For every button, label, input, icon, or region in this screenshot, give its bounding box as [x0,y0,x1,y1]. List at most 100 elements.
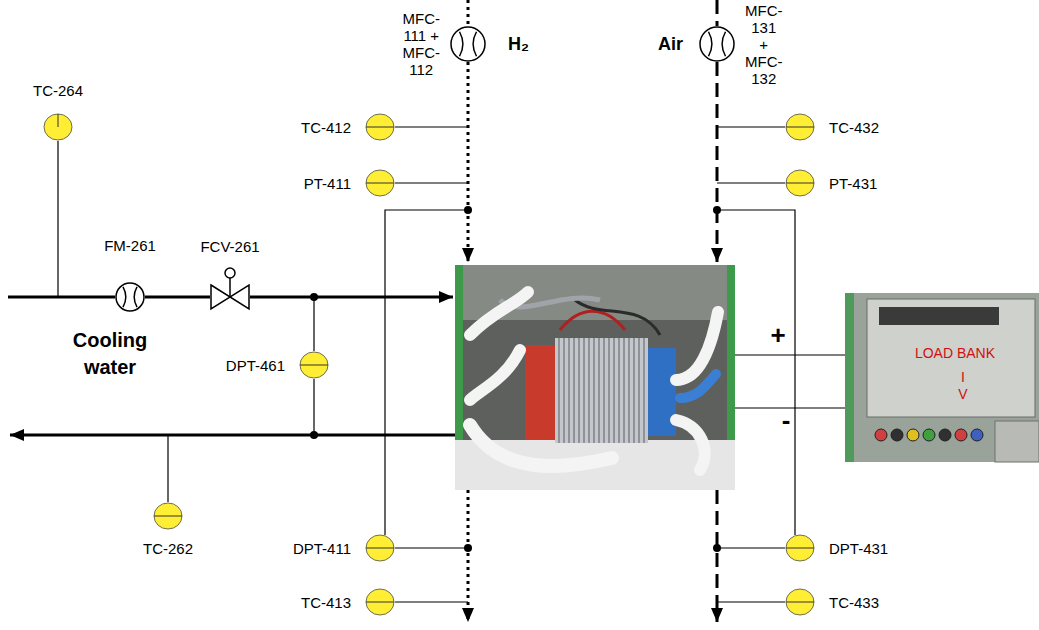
panel-terminal [907,429,919,441]
differential-pressure-sensor: DPT-431 [785,534,815,562]
leader-line [385,210,468,535]
bubble-divider [366,602,394,603]
hose [470,292,528,335]
cable [560,311,625,330]
instrument-tag: LOAD BANK [915,345,995,362]
instrument-tag: TC-262 [143,540,193,557]
cooling-pipe [8,296,115,299]
panel-face [867,299,1035,417]
instrument-tag: FCV-261 [200,238,259,255]
cable [575,300,660,335]
instrument-bubble [366,170,394,196]
instrument-tag: DPT-411 [293,540,351,557]
leader-line [395,601,468,602]
leader-line [717,182,785,183]
hose [470,425,612,466]
pressure-sensor-shape [785,169,815,197]
bubble-divider [300,365,328,366]
hose [680,374,716,398]
cooling-pipe [250,296,453,299]
panel-terminal [955,429,967,441]
instrument-bubble [44,114,72,140]
panel-terminal [891,429,903,441]
temperature-sensor: TC-264 [43,113,73,141]
panel-terminal [923,429,935,441]
instrument-bubble [786,535,814,561]
pressure-sensor: PT-431 [785,169,815,197]
leader-line [313,379,314,435]
panel-terminal [971,429,983,441]
polarity-label: + [770,320,785,350]
photo-background [455,265,735,490]
leader-line [57,141,58,297]
leader-line [717,547,785,548]
instrument-tag: DPT-431 [829,540,888,557]
cooling-pipe [10,434,455,437]
instrument-tag: TC-412 [301,119,351,136]
panel-terminal [875,429,887,441]
stream-label: Cooling water [73,327,147,381]
instrument-leaders [58,127,845,602]
leader-line [717,210,795,535]
bubble-divider [366,127,394,128]
cooling-line [8,297,455,435]
hydrogen-line [467,0,470,622]
instrument-tag: MFC-131 + MFC-132 [745,2,783,87]
temperature-sensor: TC-413 [365,588,395,616]
instrument-tag: DPT-461 [226,357,285,374]
polarity-label: - [782,405,791,435]
instrument-bubble [366,535,394,561]
stack-fins [555,338,648,443]
leader-line [395,547,468,548]
leader-line [395,182,468,183]
mass-flow-controller: AirMFC-131 + MFC-132 [699,26,735,62]
flow-meter-symbol [116,283,144,311]
junction-dot [310,293,318,301]
pressure-sensor-shape [365,169,395,197]
differential-pressure-sensor: DPT-411 [365,534,395,562]
junction-dots [310,206,721,552]
control-valve-shape [210,267,250,327]
hose [676,420,705,470]
stack-end-plate [525,345,555,440]
mass-flow-controller-shape [450,26,486,62]
connectors [145,297,210,298]
junction-dot [310,431,318,439]
hydrogen-pipe [467,62,470,262]
instrument-bubble [300,352,328,378]
valve-body [211,285,249,309]
mass-flow-controller-symbol [700,27,734,61]
leader-line [395,126,468,127]
temperature-sensor-shape [785,113,815,141]
instrument-tag: V [958,386,967,403]
temperature-sensor-shape [365,113,395,141]
instrument-tag: MFC-111 + MFC-112 [403,10,441,78]
bubble-divider [366,183,394,184]
differential-pressure-sensor-shape [365,534,395,562]
differential-pressure-sensor-shape [299,351,329,379]
bubble-divider [786,183,814,184]
instrument-bubble [366,114,394,140]
temperature-sensor: TC-262 [153,502,183,530]
valve-stem [229,278,231,297]
leader-line [717,126,785,127]
bubble-divider [786,602,814,603]
temperature-sensor: TC-432 [785,113,815,141]
junction-dot [713,206,721,214]
instrument-tag: PT-431 [829,175,877,192]
mass-flow-controller-symbol-arc [460,32,463,56]
instrument-tag: I [961,369,965,386]
flow-meter-symbol-arc [134,287,137,307]
mass-flow-controller-symbol-arc [709,32,712,56]
junction-dot [464,206,472,214]
instrument-tag: TC-433 [829,594,879,611]
load-bank-shape [845,293,1039,462]
differential-pressure-sensor: DPT-461 [299,351,329,379]
air-pipe [716,62,719,262]
panel-display [879,307,999,325]
leader-line [167,435,168,502]
bubble-divider [154,516,182,517]
